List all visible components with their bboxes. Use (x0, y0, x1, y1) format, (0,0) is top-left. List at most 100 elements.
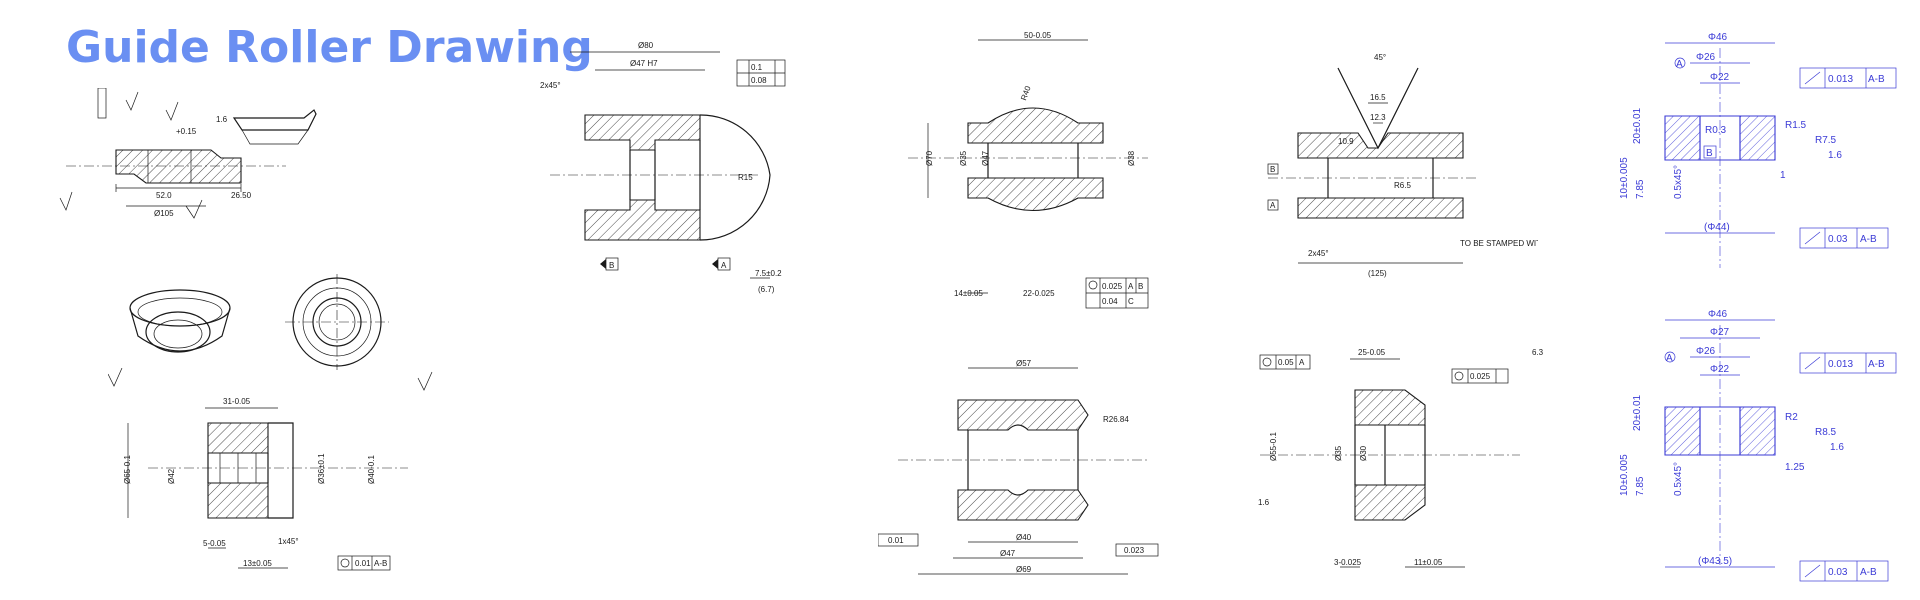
datum-a-label: A (721, 261, 727, 270)
dim-125: (125) (1368, 269, 1387, 278)
dim-d40: Ø40-0.1 (367, 455, 376, 484)
dim-20: 20±0.01 (1632, 107, 1643, 144)
runout-003: 0.03 (1828, 234, 1848, 245)
dim-phi26: Φ26 (1696, 52, 1716, 63)
drawing-guide-roller-6: 16.5 12.3 10.9 R6.5 45° B A (125) 2x45° … (1238, 48, 1538, 288)
dim-d35-7: Ø35 (1334, 445, 1343, 461)
tol-004: 0.04 (1102, 297, 1118, 306)
dim-d57: Ø57 (1016, 360, 1032, 368)
datum-a-9: A (1666, 353, 1673, 364)
dim-2x45: 2x45° (540, 81, 561, 90)
dim-26-50: 26.50 (231, 191, 252, 200)
dim-52: 52.0 (156, 191, 172, 200)
dim-chamfer-9: 0.5x45° (1673, 462, 1684, 496)
dim-r15: R15 (738, 173, 753, 182)
runout-0013-9: 0.013 (1828, 359, 1853, 370)
angle-45: 45° (1374, 53, 1386, 62)
end-view-roller (280, 272, 395, 372)
drawing-guide-roller-5: Ø57 Ø40 Ø47 Ø69 R26.84 0.023 0.01 (878, 360, 1178, 585)
dim-5: 5-0.05 (203, 539, 226, 548)
tol-0025: 0.025 (1102, 282, 1123, 291)
tol-005: 0.05 (1278, 358, 1294, 367)
datum-b: B (1138, 282, 1143, 291)
dim-d35: Ø35 (959, 150, 968, 166)
dim-10-9: 10.9 (1338, 137, 1354, 146)
dim-12-3: 12.3 (1370, 113, 1386, 122)
dim-7-5: 7.5±0.2 (755, 269, 782, 278)
tol-008: 0.08 (751, 76, 767, 85)
dim-d65: Ø65-0.1 (123, 455, 132, 484)
dim-d80: Ø80 (638, 41, 654, 50)
dim-20-9: 20±0.01 (1632, 394, 1643, 431)
datum-a: A (1128, 282, 1134, 291)
datum-a-8: A (1676, 59, 1683, 70)
dim-r6-5: R6.5 (1394, 181, 1411, 190)
dim-r26-84: R26.84 (1103, 415, 1129, 424)
dim-d47-b: Ø47 (1000, 549, 1016, 558)
dim-d55: Ø55-0.1 (1269, 432, 1278, 461)
stamp-note: TO BE STAMPED WITH DWG. NO. (1460, 239, 1538, 248)
tol-01: 0.1 (751, 63, 763, 72)
dim-1-25: 1.25 (1785, 462, 1805, 473)
dim-7-85-9: 7.85 (1635, 476, 1646, 496)
datum-ab-9b: A-B (1860, 567, 1877, 578)
dim-phi46-9: Φ46 (1708, 309, 1728, 320)
dim-16-5: 16.5 (1370, 93, 1386, 102)
datum-a-b: A-B (374, 559, 387, 568)
datum-c: C (1128, 297, 1134, 306)
drawing-guide-roller-2: 31-0.05 Ø65-0.1 Ø42 Ø36±0.1 Ø40-0.1 5-0.… (108, 368, 453, 598)
dim-d105: Ø105 (154, 209, 174, 218)
runout-0013: 0.013 (1828, 74, 1853, 85)
dim-6-7: (6.7) (758, 285, 775, 294)
dim-1x45: 1x45° (278, 537, 299, 546)
dim-phi43-5: (Φ43.5) (1698, 556, 1732, 567)
datum-ab-8: A-B (1868, 74, 1885, 85)
drawing-guide-roller-7: 0.05 A 25-0.05 0.025 6.3 Ø55-0.1 Ø35 Ø30… (1240, 335, 1550, 593)
dim-2x45-6: 2x45° (1308, 249, 1329, 258)
dim-11: 11±0.05 (1414, 558, 1443, 567)
datum-b-6: B (1270, 165, 1275, 174)
dim-3: 3-0.025 (1334, 558, 1362, 567)
dim-10: 10±0.005 (1619, 157, 1630, 199)
dim-d69: Ø69 (1016, 565, 1032, 574)
dim-r40: R40 (1019, 84, 1033, 101)
drawing-guide-roller-1: 52.0 26.50 Ø105 +0.15 1.6 (56, 88, 356, 288)
drawing-guide-roller-8: Φ46 Φ26 A Φ22 0.013 A-B R0.3 B R1.5 R7.5… (1600, 28, 1910, 298)
dim-25: 25-0.05 (1358, 348, 1386, 357)
roughness-16-9: 1.6 (1830, 442, 1844, 453)
dim-31: 31-0.05 (223, 397, 251, 406)
roughness-1-6: 1.6 (1258, 498, 1270, 507)
dim-r7-5: R7.5 (1815, 135, 1837, 146)
roughness-16: 1.6 (216, 115, 228, 124)
dim-phi22: Φ22 (1710, 72, 1730, 83)
runout-003-9: 0.03 (1828, 567, 1848, 578)
datum-ab-9: A-B (1868, 359, 1885, 370)
drawing-guide-roller-9: Φ46 Φ27 A Φ26 Φ22 0.013 A-B R2 R8.5 1.6 … (1600, 305, 1910, 595)
tol-0023: 0.023 (1124, 546, 1145, 555)
dim-d70: Ø70 (925, 150, 934, 166)
dim-7-85: 7.85 (1635, 179, 1646, 199)
dim-phi26-9: Φ26 (1696, 346, 1716, 357)
dim-d30: Ø30 (1359, 445, 1368, 461)
datum-a-7: A (1299, 358, 1305, 367)
iso-view-roller (120, 280, 240, 370)
drawing-guide-roller-3: Ø80 Ø47 H7 2x45° 0.1 0.08 R15 7.5±0.2 (6… (540, 40, 810, 335)
tol-0025-7: 0.025 (1470, 372, 1491, 381)
dim-d40-b: Ø40 (1016, 533, 1032, 542)
tol-001: 0.01 (355, 559, 371, 568)
dim-r1-5: R1.5 (1785, 120, 1807, 131)
dim-r8-5: R8.5 (1815, 427, 1837, 438)
datum-b-label: B (609, 261, 614, 270)
dim-d38: Ø38 (1127, 150, 1136, 166)
page-title: Guide Roller Drawing (66, 22, 593, 73)
roughness-6-3: 6.3 (1532, 348, 1544, 357)
dim-phi44: (Φ44) (1704, 222, 1730, 233)
datum-a-6: A (1270, 201, 1276, 210)
dim-d47-h7: Ø47 H7 (630, 59, 658, 68)
tol-015: +0.15 (176, 127, 197, 136)
tol-001-b: 0.01 (888, 536, 904, 545)
dim-10-9: 10±0.005 (1619, 454, 1630, 496)
dim-1: 1 (1780, 170, 1786, 181)
drawing-guide-roller-4: 50-0.05 R40 Ø70 Ø35 Ø47 Ø38 14±0.05 22-0… (888, 28, 1168, 313)
roughness-16-8: 1.6 (1828, 150, 1842, 161)
